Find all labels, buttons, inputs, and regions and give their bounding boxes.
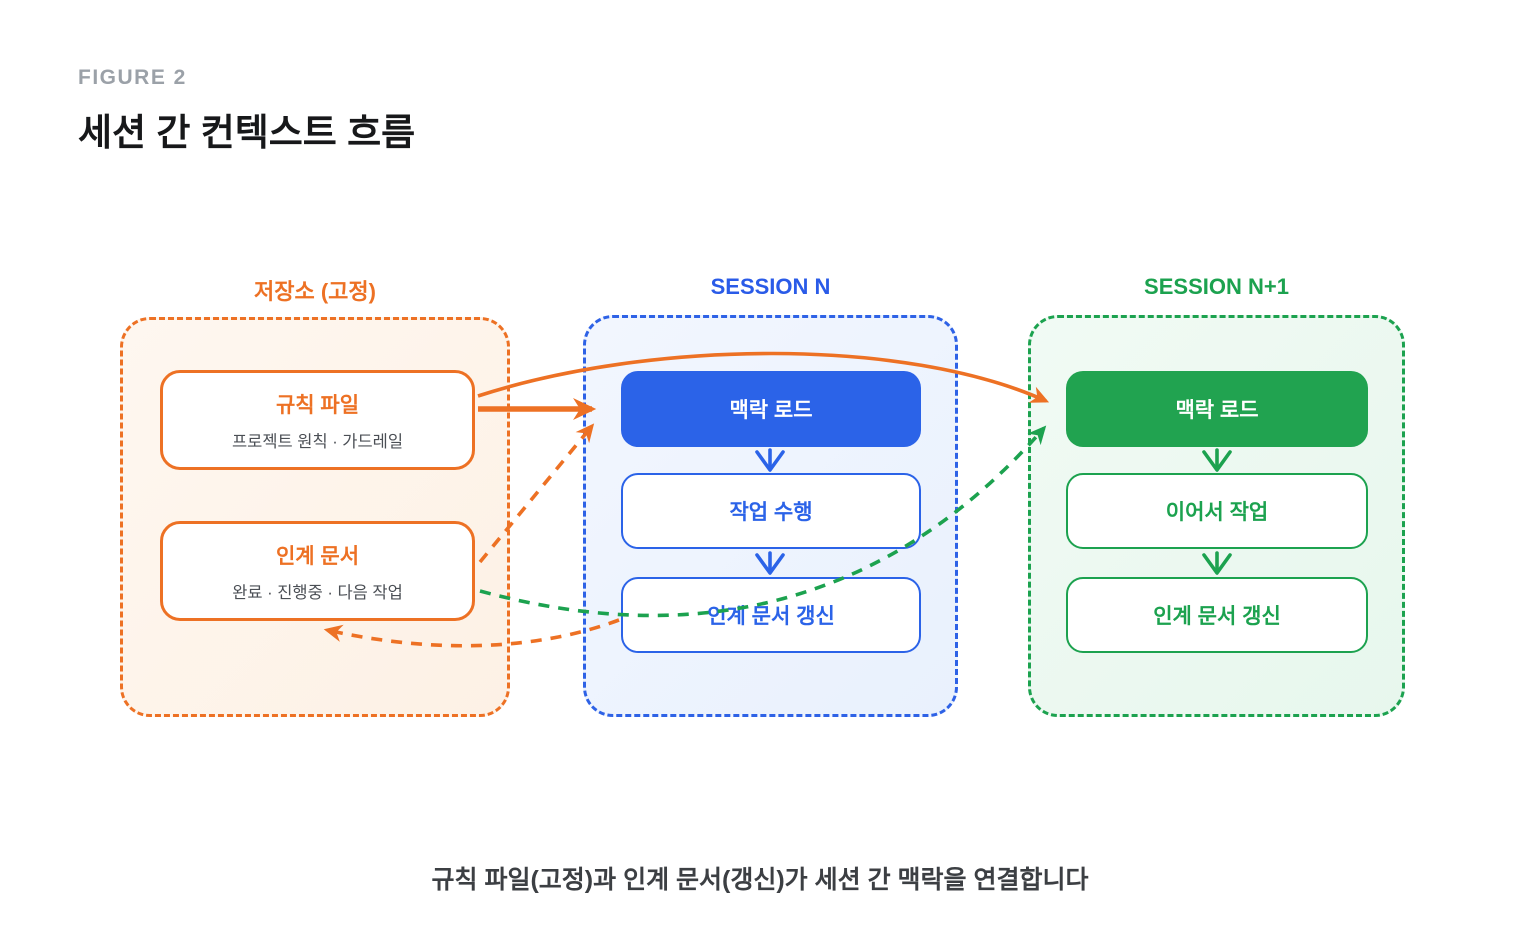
figure-eyebrow: FIGURE 2 bbox=[78, 66, 187, 89]
figure-caption: 규칙 파일(고정)과 인계 문서(갱신)가 세션 간 맥락을 연결합니다 bbox=[431, 866, 1089, 894]
session-n1-handoff-update: 인계 문서 갱신 bbox=[1066, 577, 1368, 653]
rule-file-subtitle: 프로젝트 원칙 · 가드레일 bbox=[231, 432, 404, 451]
session-n-handoff-update: 인계 문서 갱신 bbox=[621, 577, 921, 653]
handoff-doc-title: 인계 문서 bbox=[275, 544, 360, 568]
session-n1-context-load: 맥락 로드 bbox=[1066, 371, 1368, 447]
rule-file-node: 규칙 파일 프로젝트 원칙 · 가드레일 bbox=[160, 370, 475, 470]
rule-file-title: 규칙 파일 bbox=[275, 393, 360, 417]
session-n-label: SESSION N bbox=[710, 274, 831, 299]
handoff-doc-node: 인계 문서 완료 · 진행중 · 다음 작업 bbox=[160, 521, 475, 621]
session-n-context-load: 맥락 로드 bbox=[621, 371, 921, 447]
session-n1-continue-work: 이어서 작업 bbox=[1066, 473, 1368, 549]
handoff-doc-subtitle: 완료 · 진행중 · 다음 작업 bbox=[232, 583, 403, 602]
figure-title: 세션 간 컨텍스트 흐름 bbox=[78, 112, 416, 153]
session-n-do-work: 작업 수행 bbox=[621, 473, 921, 549]
repository-label: 저장소 (고정) bbox=[254, 279, 376, 304]
session-n1-label: SESSION N+1 bbox=[1144, 274, 1289, 299]
